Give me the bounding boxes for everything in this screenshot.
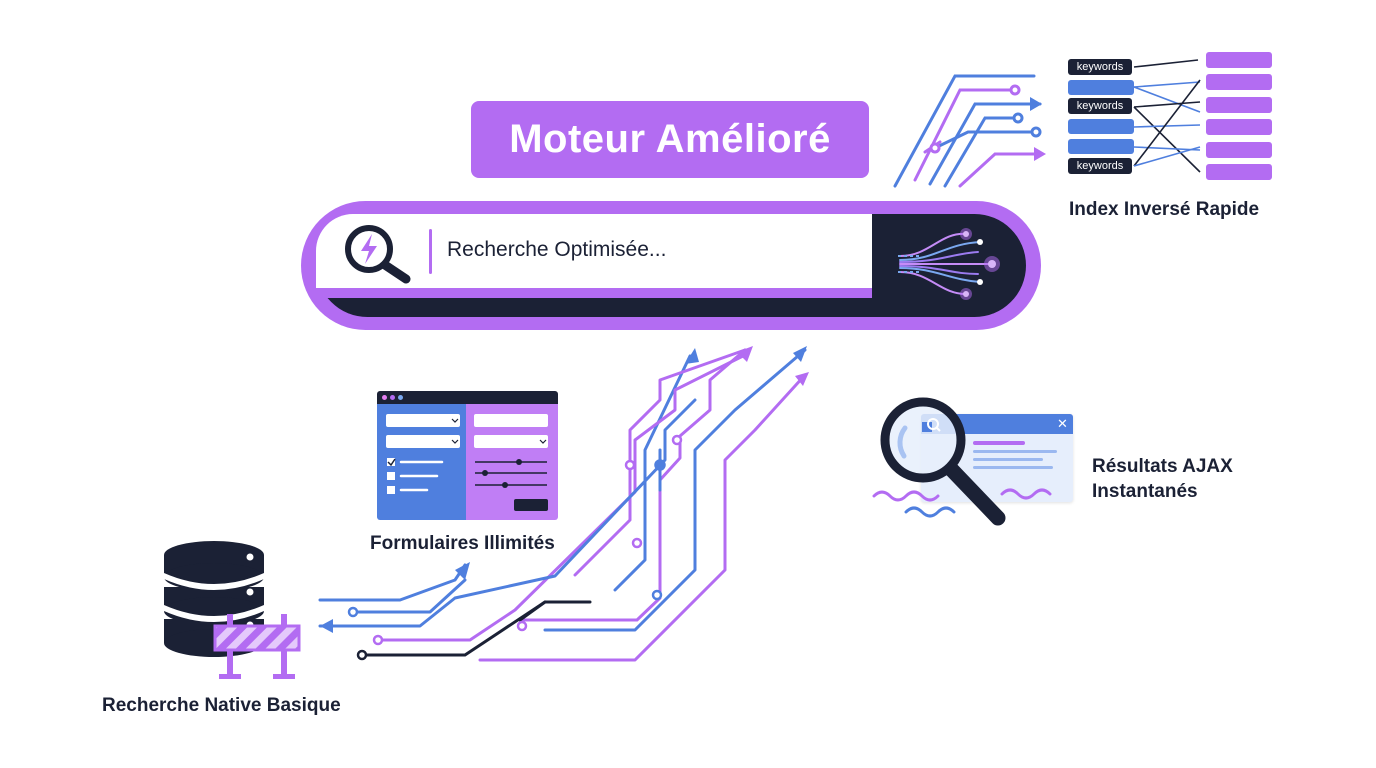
document-bar [1206, 119, 1272, 135]
close-icon[interactable]: ✕ [1057, 416, 1068, 431]
result-line [973, 450, 1057, 453]
result-line [973, 458, 1043, 461]
ajax-label-line2: Instantanés [1092, 481, 1198, 502]
document-bar [1206, 164, 1272, 180]
document-bar [1206, 97, 1272, 113]
title-badge: Moteur Amélioré [471, 101, 869, 178]
window-titlebar [377, 391, 558, 404]
result-line [973, 466, 1053, 469]
keyword-tag: keywords [1068, 158, 1132, 174]
form-details [387, 418, 548, 511]
index-term-bar [1068, 119, 1134, 134]
page-title: Moteur Amélioré [509, 117, 831, 161]
text-caret [429, 229, 432, 274]
inverted-index-diagram: keywords keywords keywords [1068, 52, 1278, 187]
keyword-tag: keywords [1068, 98, 1132, 114]
index-mapping-lines [1133, 59, 1201, 173]
magnifier-icon [872, 397, 1052, 526]
ajax-label-line1: Résultats AJAX [1092, 456, 1233, 477]
index-term-bar [1068, 139, 1134, 154]
barrier-icon [213, 614, 301, 679]
search-lightning-icon[interactable] [334, 220, 416, 286]
result-title-line [973, 441, 1025, 445]
text-field [474, 414, 548, 427]
select-field [386, 414, 460, 427]
window-dot [390, 395, 395, 400]
window-dot [382, 395, 387, 400]
window-dot [398, 395, 403, 400]
index-term-bar [1068, 80, 1134, 95]
form-window-icon [377, 391, 558, 520]
select-field [474, 435, 548, 448]
select-field [386, 435, 460, 448]
fiber-optics-icon [898, 228, 1000, 300]
native-label: Recherche Native Basique [102, 695, 341, 716]
index-label: Index Inversé Rapide [1069, 199, 1260, 220]
forms-label: Formulaires Illimités [370, 533, 555, 554]
connector-lines-top [893, 74, 1046, 188]
document-bar [1206, 74, 1272, 90]
document-bar [1206, 52, 1272, 68]
keyword-tag: keywords [1068, 59, 1132, 75]
search-query-text: Recherche Optimisée... [447, 238, 667, 261]
connector-lines-bottom [318, 346, 809, 662]
document-bar [1206, 142, 1272, 158]
search-progress-strip [316, 288, 872, 298]
